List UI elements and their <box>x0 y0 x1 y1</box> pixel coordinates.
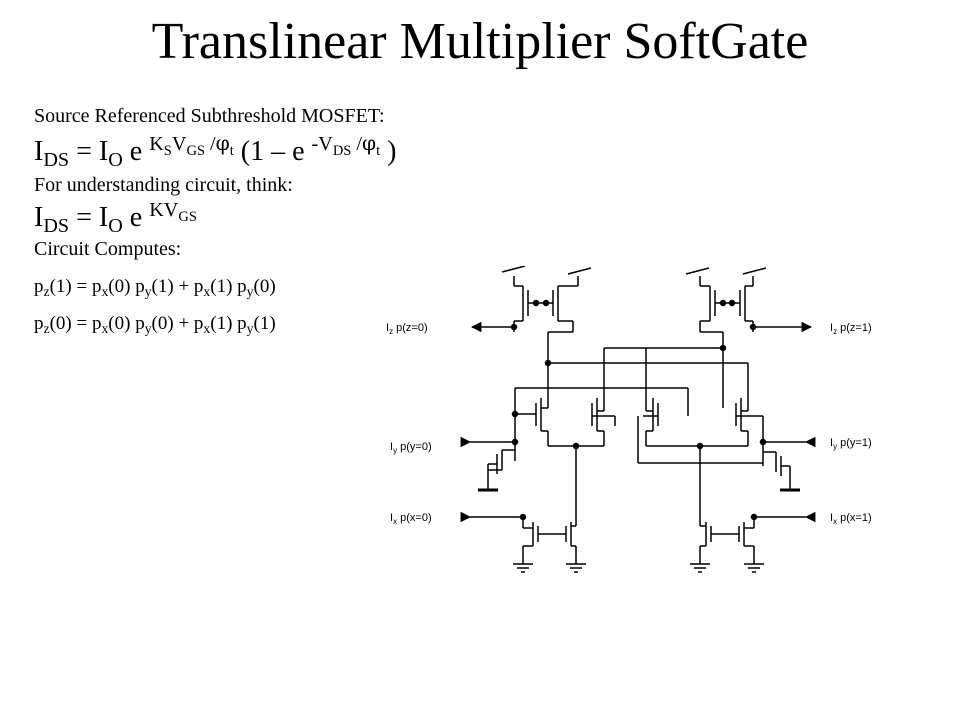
iy0-label: Iy p(y=0) <box>390 441 432 455</box>
pz1-equation: pz(1) = px(0) py(1) + px(1) py(0) <box>34 276 276 300</box>
middle-left-nmos-pair <box>511 387 689 526</box>
mosfet-heading: Source Referenced Subthreshold MOSFET: <box>34 105 385 127</box>
top-left-pmos-mirror <box>501 266 592 332</box>
middle-right-nmos-pair <box>637 348 767 526</box>
multiplier-circuit-diagram: Iz p(z=0) Iz p(z=1) Iy p(y=0) Iy p(y=1) … <box>386 266 872 573</box>
simplified-equation: IDS = IO e KVGS <box>34 199 197 238</box>
pz0-equation: pz(0) = px(0) py(0) + px(1) py(1) <box>34 313 276 337</box>
ix0-label: Ix p(x=0) <box>390 512 432 526</box>
ix1-label: Ix p(x=1) <box>830 512 872 526</box>
subthreshold-equation: IDS = IO e KSVGS /φt (1 – e -VDS /φt ) <box>34 131 397 172</box>
understanding-heading: For understanding circuit, think: <box>34 174 293 196</box>
iz1-label: Iz p(z=1) <box>830 322 872 336</box>
iz0-label: Iz p(z=0) <box>386 322 428 336</box>
ix0-input-device <box>460 511 586 573</box>
computes-heading: Circuit Computes: <box>34 238 182 260</box>
iy1-input-device <box>763 436 816 492</box>
ix1-input-device <box>690 511 816 573</box>
iy0-input-device <box>460 436 519 492</box>
iy1-label: Iy p(y=1) <box>830 437 872 451</box>
slide-title: Translinear Multiplier SoftGate <box>151 13 809 70</box>
top-right-pmos-mirror <box>685 267 767 332</box>
